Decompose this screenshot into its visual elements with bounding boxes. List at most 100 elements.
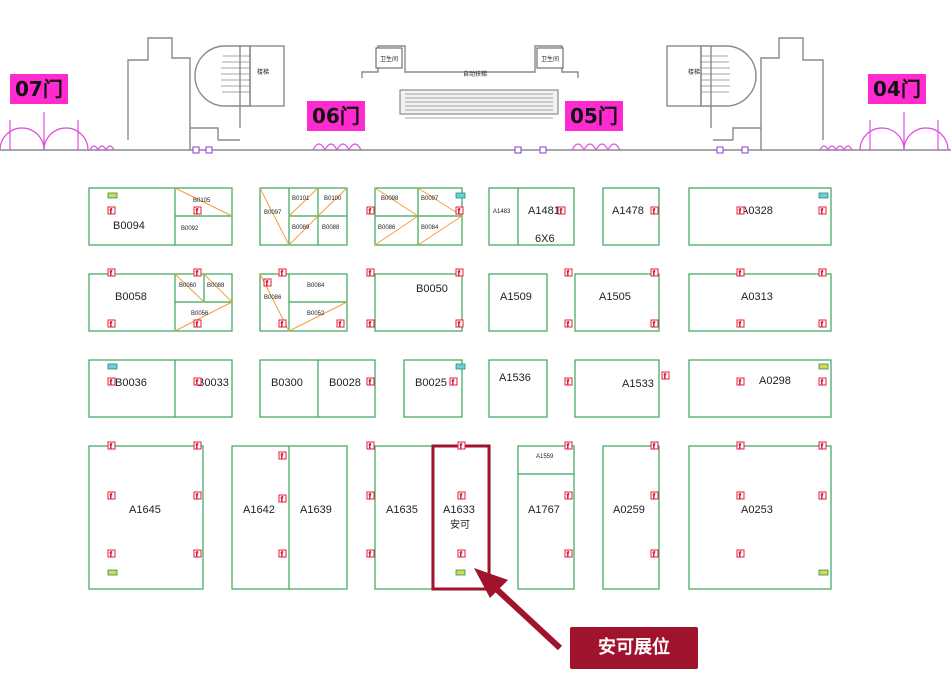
fire-extinguisher-icon: f <box>110 271 112 277</box>
fire-extinguisher-icon: f <box>653 494 655 500</box>
fire-extinguisher-icon: f <box>460 444 462 450</box>
fire-extinguisher-icon: f <box>567 271 569 277</box>
fire-extinguisher-icon: f <box>567 322 569 328</box>
toilet-icon <box>375 47 403 69</box>
fire-extinguisher-icon: f <box>821 271 823 277</box>
fire-extinguisher-icon: f <box>653 444 655 450</box>
fire-extinguisher-icon: f <box>821 380 823 386</box>
booth-label: B0089 <box>292 225 310 231</box>
fire-extinguisher-icon: f <box>460 552 462 558</box>
booth-A1505[interactable] <box>574 273 660 332</box>
fire-extinguisher-icon: f <box>458 209 460 215</box>
fire-extinguisher-icon: f <box>821 494 823 500</box>
stairs-label-right: 楼梯 <box>688 68 700 76</box>
booth-label: B0036 <box>115 377 147 389</box>
booth-label: B0050 <box>416 283 448 295</box>
fire-extinguisher-icon: f <box>110 552 112 558</box>
booth-A0298[interactable] <box>688 359 832 418</box>
fire-extinguisher-icon: f <box>369 209 371 215</box>
fire-extinguisher-icon: f <box>821 444 823 450</box>
booth-row-1: B0094 B0105 B0092 B0097 B0101 B0100 B008… <box>88 187 832 246</box>
fire-extinguisher-icon: f <box>196 380 198 386</box>
booth-label: B0105 <box>193 198 211 204</box>
booth-label: B0033 <box>197 377 229 389</box>
booth-label: A1767 <box>528 504 560 516</box>
booth-row-4: A1645 A1642 A1639 A1635 A1559 A1767 A025… <box>88 445 832 590</box>
fire-extinguisher-icon: f <box>369 380 371 386</box>
fire-extinguisher-icon: f <box>196 552 198 558</box>
booth-label: A1635 <box>386 504 418 516</box>
fire-extinguisher-icon: f <box>739 209 741 215</box>
booth-label: B0025 <box>415 377 447 389</box>
fire-extinguisher-icon: f <box>458 322 460 328</box>
fire-extinguisher-icon: f <box>739 380 741 386</box>
fire-extinguisher-icon: f <box>369 271 371 277</box>
fire-extinguisher-icon: f <box>196 494 198 500</box>
highlight-callout-badge: 安可展位 <box>570 627 698 669</box>
fire-extinguisher-icon: f <box>739 444 741 450</box>
fire-extinguisher-icon: f <box>458 271 460 277</box>
wall-markers <box>192 146 749 154</box>
booth-label: B0100 <box>324 196 342 202</box>
booth-label: A0259 <box>613 504 645 516</box>
booth-label: A1481 <box>528 205 560 217</box>
door-04-tag: 04门 <box>868 74 926 104</box>
booth-A1478[interactable] <box>602 187 660 246</box>
stairs-hatching <box>221 55 730 119</box>
booth-A0253[interactable] <box>688 445 832 590</box>
fire-extinguisher-icon: f <box>739 494 741 500</box>
booth-label: A0253 <box>741 504 773 516</box>
booth-A0259[interactable] <box>602 445 660 590</box>
booth-label: B0092 <box>181 226 199 232</box>
toilet-label-left: 卫生间 <box>380 55 398 63</box>
booth-label: B0056 <box>191 311 209 317</box>
booth-A1533[interactable] <box>574 359 660 418</box>
fire-extinguisher-icon: f <box>739 552 741 558</box>
booth-label: B0084 <box>307 283 325 289</box>
booth-label: A1645 <box>129 504 161 516</box>
booth-label: B0088 <box>322 225 340 231</box>
booth-label: B0097 <box>421 196 439 202</box>
booth-label: A1633 <box>443 504 475 516</box>
booth-label: A1536 <box>499 372 531 384</box>
booth-A0313[interactable] <box>688 273 832 332</box>
booth-label: B0058 <box>115 291 147 303</box>
fire-extinguisher-icon: f <box>821 322 823 328</box>
booth-label: A1559 <box>536 454 554 460</box>
hydrant-markers <box>107 192 829 576</box>
booth-A1536[interactable] <box>488 359 548 418</box>
booth-A1509[interactable] <box>488 273 548 332</box>
fire-extinguisher-icon: f <box>821 209 823 215</box>
fire-extinguisher-icon: f <box>110 380 112 386</box>
booth-B0050[interactable] <box>374 273 463 332</box>
booth-label: A1505 <box>599 291 631 303</box>
fire-extinguisher-icon: f <box>369 444 371 450</box>
booth-A1481[interactable] <box>488 187 575 246</box>
fire-extinguisher-icon: f <box>567 380 569 386</box>
fire-extinguisher-icon: f <box>739 322 741 328</box>
stairs-label-left: 楼梯 <box>257 68 269 76</box>
fire-extinguisher-icon: f <box>266 281 268 287</box>
booth-label: A1639 <box>300 504 332 516</box>
fire-extinguisher-icon: f <box>452 380 454 386</box>
booth-label: B0060 <box>179 283 197 289</box>
fire-extinguisher-icon: f <box>281 322 283 328</box>
booth-A1767[interactable] <box>517 445 575 590</box>
booth-A1645[interactable] <box>88 445 204 590</box>
fire-extinguisher-icon: f <box>339 322 341 328</box>
booth-A0328[interactable] <box>688 187 832 246</box>
booth-B0036[interactable] <box>88 359 233 418</box>
booth-label: B0084 <box>421 225 439 231</box>
booth-exhibitor-name: 安可 <box>450 518 470 531</box>
toilet-icon <box>536 47 564 69</box>
door-06-tag: 06门 <box>307 101 365 131</box>
booth-B0025[interactable] <box>403 359 463 418</box>
fire-extinguisher-icon: f <box>653 552 655 558</box>
fire-extinguisher-icon: f <box>110 444 112 450</box>
booth-label: B0101 <box>292 196 310 202</box>
door-07-tag: 07门 <box>10 74 68 104</box>
booth-row-3: B0036 B0033 B0300 B0028 B0025 A1536 A153… <box>88 359 832 418</box>
